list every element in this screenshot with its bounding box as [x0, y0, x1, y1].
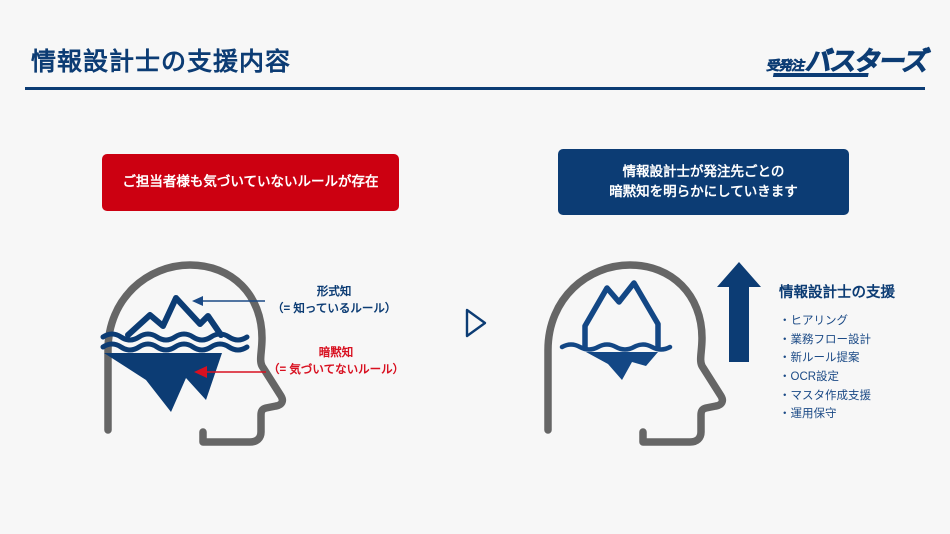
support-list: ・ヒアリング ・業務フロー設計 ・新ルール提案 ・OCR設定 ・マスタ作成支援 … [779, 312, 895, 424]
label-explicit-line2: （= 知っているルール） [272, 302, 397, 315]
label-tacit-knowledge: 暗黙知 （= 気づいてないルール） [268, 345, 404, 378]
transition-triangle-icon [465, 308, 487, 338]
list-item: ・OCR設定 [779, 370, 840, 383]
solution-banner-line1: 情報設計士が発注先ごとの [622, 163, 785, 179]
connector-arrowhead-explicit [192, 296, 203, 306]
label-tacit-line1: 暗黙知 [318, 347, 354, 359]
left-head-group [100, 261, 287, 446]
brand-logo: 受発注 バスターズ [765, 45, 931, 77]
solution-banner-line2: 暗黙知を明らかにしていきます [609, 184, 798, 199]
title-divider [25, 87, 925, 90]
label-tacit-line2: （= 気づいてないルール） [268, 363, 405, 376]
diagram-area [0, 240, 950, 470]
head-outline-left [104, 261, 287, 446]
diagram-svg [100, 261, 761, 446]
water-line-right-1 [559, 342, 673, 352]
label-explicit-knowledge: 形式知 （= 知っているルール） [272, 284, 396, 317]
logo-main-text: バスターズ [803, 45, 931, 76]
list-item: ・新ルール提案 [779, 352, 860, 365]
list-item: ・運用保守 [779, 408, 837, 421]
list-item: ・ヒアリング [779, 315, 848, 327]
problem-banner-text: ご担当者様も気づいていないルールが存在 [122, 174, 379, 190]
logo-underline [773, 73, 869, 77]
slide-header: 情報設計士の支援内容 受発注 バスターズ [0, 0, 950, 100]
support-block: 情報設計士の支援 ・ヒアリング ・業務フロー設計 ・新ルール提案 ・OCR設定 … [779, 281, 895, 424]
water-line-left-1 [100, 331, 250, 343]
problem-banner: ご担当者様も気づいていないルールが存在 [102, 154, 399, 211]
right-head-group [544, 261, 727, 446]
label-connectors-left [192, 296, 266, 378]
upward-arrow-group [717, 262, 761, 362]
iceberg-submerged-left [104, 353, 222, 412]
support-title: 情報設計士の支援 [779, 285, 895, 301]
upward-arrow-icon [717, 262, 761, 362]
transition-arrow-group [465, 308, 487, 338]
iceberg-submerged-right [586, 352, 658, 380]
solution-banner: 情報設計士が発注先ごとの 暗黙知を明らかにしていきます [558, 149, 849, 215]
logo-prefix-text: 受発注 [765, 58, 807, 74]
water-line-left-2 [100, 341, 250, 353]
head-outline-right [544, 261, 727, 446]
list-item: ・業務フロー設計 [779, 333, 871, 346]
connector-arrowhead-tacit [194, 366, 207, 378]
page-title: 情報設計士の支援内容 [31, 48, 292, 76]
label-explicit-line1: 形式知 [316, 286, 352, 298]
list-item: ・マスタ作成支援 [779, 389, 871, 402]
iceberg-tip-right [582, 280, 661, 351]
iceberg-tip-left [125, 295, 224, 338]
